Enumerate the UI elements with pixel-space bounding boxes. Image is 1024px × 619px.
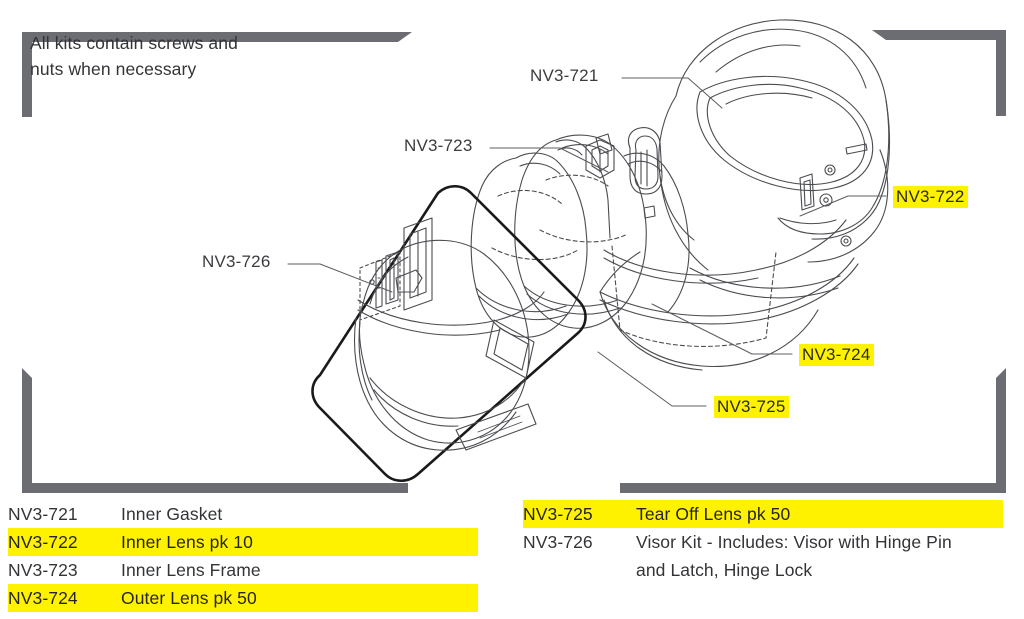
helmet-diagram bbox=[287, 19, 890, 483]
note-line-2: nuts when necessary bbox=[30, 59, 197, 79]
callout-nv3-723: NV3-723 bbox=[404, 136, 473, 155]
visor-main bbox=[599, 219, 847, 371]
legend-row-nv3-724: NV3-724 Outer Lens pk 50 bbox=[8, 584, 478, 612]
callout-nv3-722: NV3-722 bbox=[893, 186, 968, 208]
note-text: All kits contain screws and nuts when ne… bbox=[30, 30, 310, 82]
leader-nv3-725 bbox=[597, 351, 707, 407]
note-line-1: All kits contain screws and bbox=[30, 33, 238, 53]
outer-lens bbox=[514, 133, 656, 329]
legend-code: NV3-722 bbox=[8, 528, 121, 556]
legend-column-right: NV3-725 Tear Off Lens pk 50 NV3-726 Viso… bbox=[523, 500, 1003, 584]
legend-description-wrap: Visor Kit - Includes: Visor with Hinge P… bbox=[636, 528, 952, 584]
legend-description: Inner Lens Frame bbox=[121, 560, 261, 580]
legend-description: Visor Kit - Includes: Visor with Hinge P… bbox=[636, 532, 952, 552]
legend-description: Inner Lens pk 10 bbox=[121, 528, 478, 556]
legend-row-nv3-725: NV3-725 Tear Off Lens pk 50 bbox=[523, 500, 1003, 528]
legend-column-left: NV3-721 Inner Gasket NV3-722 Inner Lens … bbox=[8, 500, 478, 612]
callout-nv3-721: NV3-721 bbox=[530, 66, 599, 85]
leader-nv3-722 bbox=[799, 195, 887, 217]
legend-row-nv3-722: NV3-722 Inner Lens pk 10 bbox=[8, 528, 478, 556]
tear-off-lens bbox=[470, 152, 588, 338]
legend-code: NV3-723 bbox=[8, 560, 78, 580]
legend-code: NV3-721 bbox=[8, 504, 78, 524]
legend-row-nv3-726: NV3-726 Visor Kit - Includes: Visor with… bbox=[523, 528, 1003, 584]
legend-row-nv3-721: NV3-721 Inner Gasket bbox=[8, 500, 478, 528]
helmet-shell bbox=[599, 19, 890, 325]
leader-lines bbox=[287, 77, 887, 407]
legend-description-line-2: and Latch, Hinge Lock bbox=[636, 560, 813, 580]
parts-legend: NV3-721 Inner Gasket NV3-722 Inner Lens … bbox=[0, 500, 1024, 619]
inner-lens bbox=[623, 152, 690, 313]
callout-nv3-724: NV3-724 bbox=[799, 344, 874, 366]
callout-nv3-726: NV3-726 bbox=[202, 252, 271, 271]
leader-nv3-723 bbox=[489, 147, 609, 173]
legend-description: Outer Lens pk 50 bbox=[121, 584, 478, 612]
leader-nv3-724 bbox=[651, 303, 793, 355]
legend-code: NV3-726 bbox=[523, 532, 593, 552]
legend-description: Inner Gasket bbox=[121, 504, 223, 524]
legend-code: NV3-724 bbox=[8, 584, 121, 612]
leader-nv3-726 bbox=[287, 263, 393, 293]
visor-kit-assembly bbox=[311, 184, 587, 483]
leader-nv3-721 bbox=[621, 77, 723, 109]
legend-code: NV3-725 bbox=[523, 500, 636, 528]
legend-description: Tear Off Lens pk 50 bbox=[636, 500, 1003, 528]
legend-row-nv3-723: NV3-723 Inner Lens Frame bbox=[8, 556, 478, 584]
callout-nv3-725: NV3-725 bbox=[714, 396, 789, 418]
